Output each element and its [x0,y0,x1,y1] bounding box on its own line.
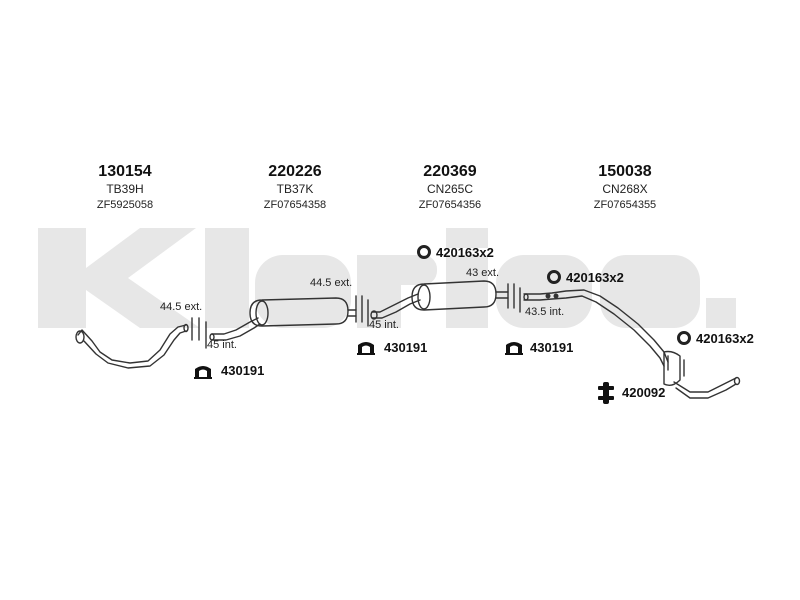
center-silencer [370,280,509,320]
hanger-icon [357,342,375,355]
part-header-4: 150038 CN268X ZF07654355 [555,163,695,213]
part-code: TB37K [276,182,314,196]
hanger-label-3: 430191 [530,340,574,355]
ring-label-3: 420163x2 [696,331,754,346]
hanger-icon [505,342,523,355]
joint-3-ext-label: 43 ext. [466,267,500,279]
clamp-icon [598,382,614,404]
part-number: 220369 [423,163,477,180]
part-number: 220226 [268,163,322,180]
ring-icon [417,245,431,259]
intermediate-silencer [209,297,357,341]
joint-3-int-label: 43.5 int. [525,306,565,318]
flange-dot [553,293,559,299]
part-number: 150038 [598,163,652,180]
hanger-label-1: 430191 [221,363,265,378]
joint-1-ext-label: 44.5 ext. [160,301,203,313]
front-pipe [75,323,189,369]
part-number: 130154 [98,163,152,180]
joint-2-markers [355,295,369,327]
ring-icon [547,270,561,284]
part-code: TB39H [106,182,144,196]
ring-icon [677,331,691,345]
flange-dot [545,293,551,299]
joint-1-int-label: 45 int. [207,339,237,351]
part-reference: ZF07654358 [263,199,327,211]
part-reference: ZF07654356 [418,199,482,211]
part-header-3: 220369 CN265C ZF07654356 [380,163,520,213]
part-reference: ZF5925058 [96,199,154,211]
joint-3-markers [507,283,521,313]
hanger-label-2: 430191 [384,340,428,355]
clamp-label: 420092 [622,385,666,400]
rear-pipe [523,289,741,399]
part-reference: ZF07654355 [593,199,657,211]
joint-2-ext-label: 44.5 ext. [310,277,353,289]
hanger-icon [194,366,212,379]
ring-label-2: 420163x2 [566,270,624,285]
joint-1-markers [191,317,207,349]
part-code: CN265C [426,182,474,196]
joint-2-int-label: 45 int. [369,319,399,331]
ring-label-1: 420163x2 [436,245,494,260]
part-code: CN268X [602,182,648,196]
part-header-2: 220226 TB37K ZF07654358 [225,163,365,213]
part-header-1: 130154 TB39H ZF5925058 [55,163,195,213]
